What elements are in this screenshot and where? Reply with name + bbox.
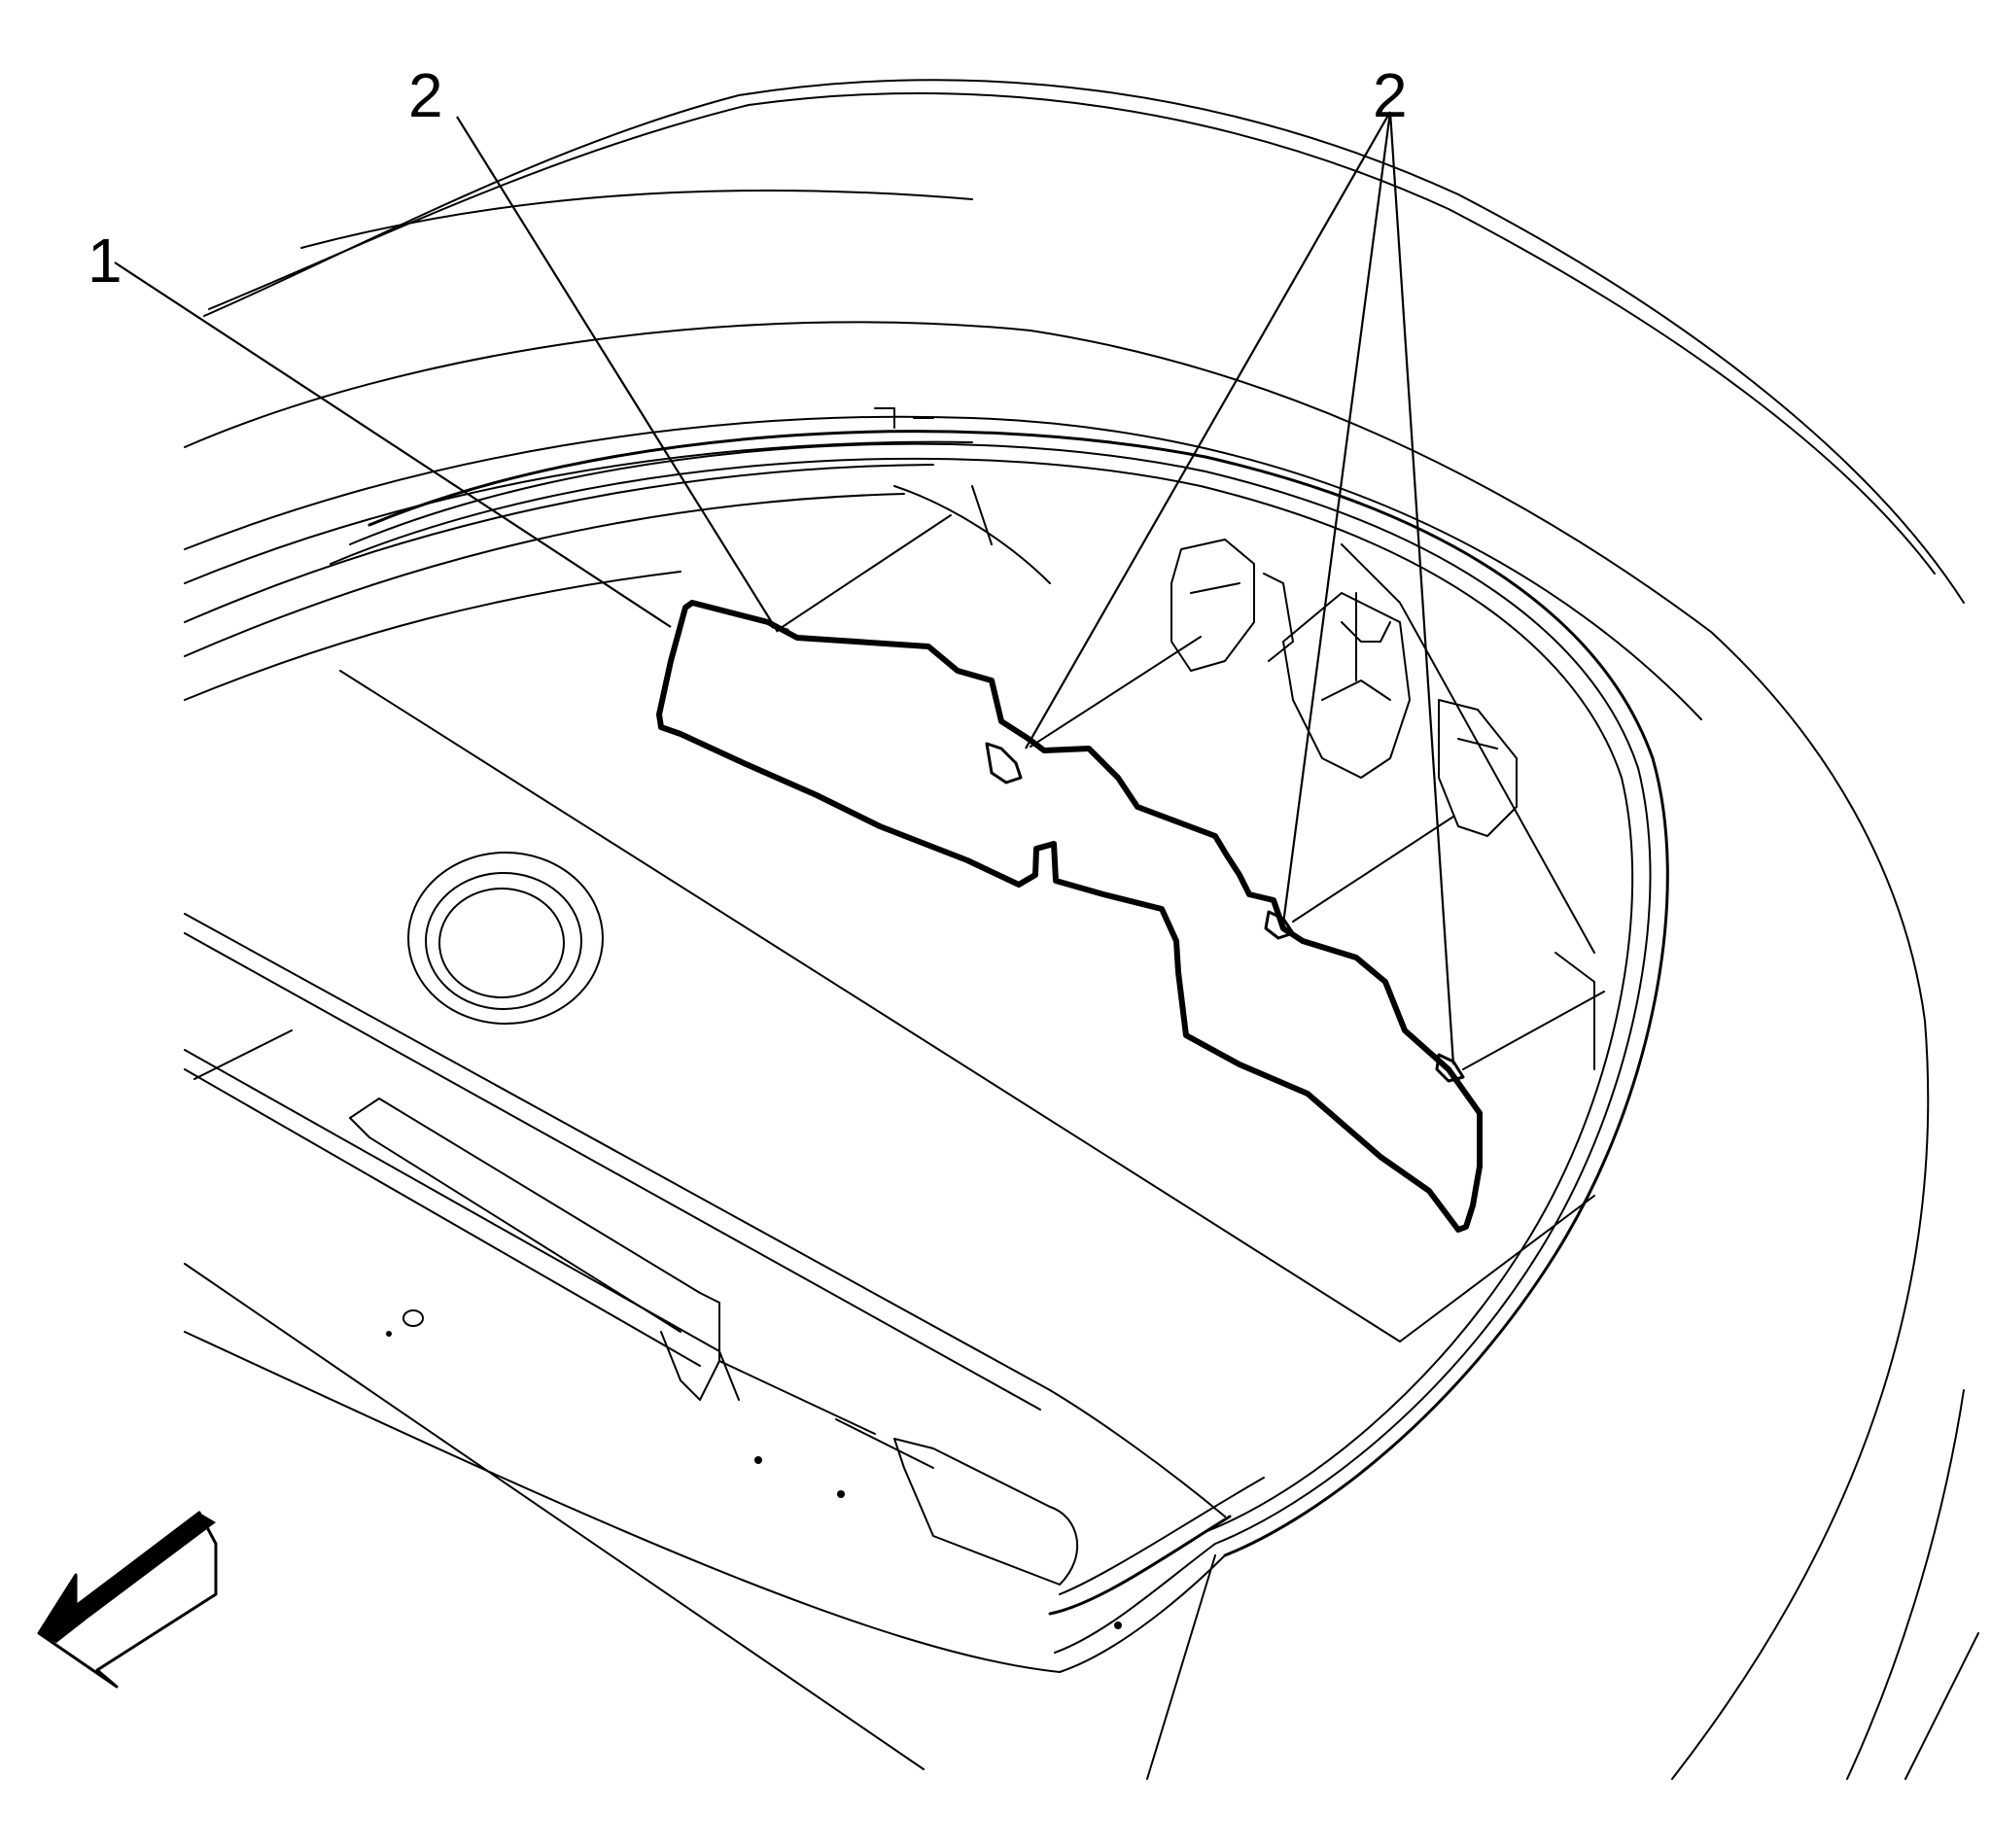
leader-item2-left — [456, 116, 779, 633]
rear-sill — [184, 1029, 1078, 1586]
leader-item2-a — [1025, 111, 1391, 750]
trunk-opening-frame — [184, 430, 1669, 1673]
callout-item2-left: 2 — [408, 60, 443, 130]
callout-item1: 1 — [87, 226, 122, 296]
body-contours — [184, 79, 1979, 1780]
trunk-floor — [184, 543, 1595, 1780]
leader-item2-b — [1281, 111, 1392, 924]
leader-item1 — [114, 262, 672, 628]
callout-item2-right: 2 — [1373, 60, 1408, 130]
front-direction-arrow-icon — [37, 1511, 218, 1689]
fasteners — [771, 625, 1465, 1083]
callout-leaders — [114, 111, 1455, 1065]
latch-hardware — [874, 407, 1518, 837]
fastener-alignment-lines — [777, 514, 1605, 1070]
leader-item2-c — [1388, 111, 1455, 1065]
trunk-lid-panel — [656, 600, 1483, 1233]
